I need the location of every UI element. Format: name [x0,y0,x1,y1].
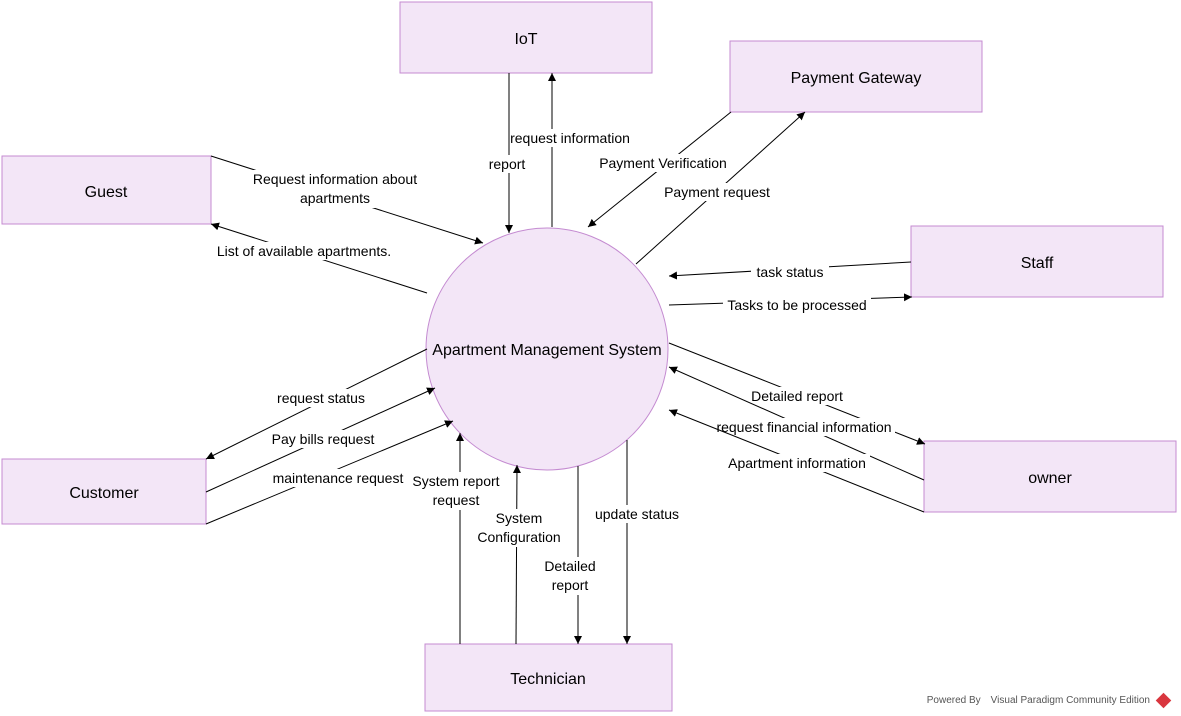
flow-label: task status [757,264,824,280]
flow-owner-apartment-information: Apartment information [668,409,925,513]
flow-staff-task-status: task status [668,261,912,281]
entity-iot-label: IoT [514,31,537,48]
entity-staff[interactable]: Staff [910,225,1164,298]
flow-guest-list-apartments: List of available apartments. [210,222,428,294]
entity-payment-gateway[interactable]: Payment Gateway [729,40,983,113]
flow-label: Tasks to be processed [727,297,866,313]
flow-label: Payment request [664,184,770,200]
flow-label: Pay bills request [272,431,375,447]
entity-owner-label: owner [1028,470,1072,487]
entity-technician[interactable]: Technician [424,643,673,712]
flow-payment-verification: Payment Verification [587,111,732,228]
footer-watermark: Powered By Visual Paradigm Community Edi… [926,692,1172,709]
flow-customer-request-status: request status [205,348,428,460]
flow-customer-maintenance-request: maintenance request [205,420,454,525]
entity-customer-label: Customer [69,485,139,502]
entity-guest[interactable]: Guest [1,155,212,225]
flow-label: Detailed report [751,388,843,404]
flow-customer-pay-bills-request: Pay bills request [205,387,436,493]
flow-tech-system-configuration: System Configuration [474,464,564,645]
entity-technician-label: Technician [510,671,586,688]
flow-label: maintenance request [273,470,404,486]
flow-label-line2: request [433,492,480,508]
flow-label: Apartment information [728,455,866,471]
flow-label: request information [510,130,630,146]
process-label: Apartment Management System [432,342,661,359]
flow-guest-request-information: Request information about apartments [210,155,484,245]
flow-iot-report: report [485,73,529,233]
entity-iot[interactable]: IoT [399,1,653,74]
flow-tech-detailed-report: Detailed report [540,466,602,644]
entity-staff-label: Staff [1021,255,1054,272]
flow-label: Payment Verification [599,155,727,171]
flow-staff-tasks-to-be-processed: Tasks to be processed [668,293,913,314]
flow-label: List of available apartments. [217,243,391,259]
flow-label: report [489,156,526,172]
flow-label-line1: Request information about [253,171,417,187]
flow-iot-request-information: request information [509,73,633,227]
entity-guest-label: Guest [85,184,128,201]
flow-owner-detailed-report: Detailed report [668,342,926,445]
flow-owner-request-financial-information: request financial information [668,366,925,481]
entity-owner[interactable]: owner [923,440,1177,513]
flow-payment-request: Payment request [635,111,806,265]
flow-label: update status [595,506,679,522]
flow-label: request status [277,390,365,406]
flow-label: request financial information [716,419,891,435]
entity-customer[interactable]: Customer [1,458,207,525]
footer-text: Powered By Visual Paradigm Community Edi… [926,695,1150,706]
flow-label-line2: apartments [300,190,370,206]
process-apartment-management-system[interactable]: Apartment Management System [425,227,669,471]
flow-label-line1: System [496,510,543,526]
flow-label-line1: System report [412,473,499,489]
visual-paradigm-logo-icon [1155,692,1172,709]
flow-label-line2: Configuration [477,529,560,545]
flow-label-line1: Detailed [544,558,595,574]
flow-tech-update-status: update status [591,440,683,644]
entity-payment-gateway-label: Payment Gateway [791,70,922,87]
flow-label-line2: report [552,577,589,593]
flow-tech-system-report-request: System report request [408,433,504,644]
